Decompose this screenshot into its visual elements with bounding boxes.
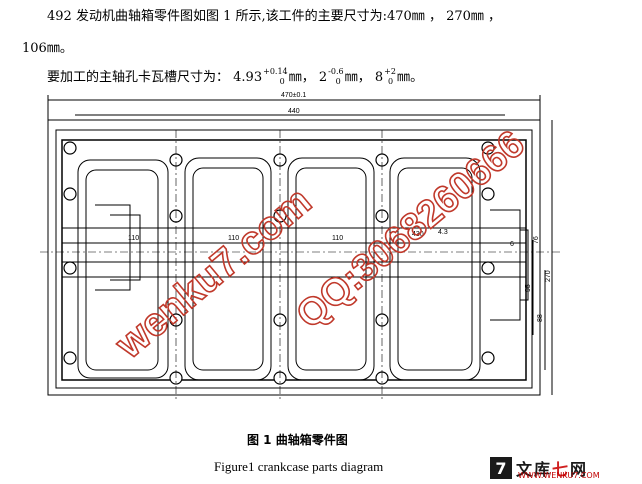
bay-1 bbox=[77, 159, 169, 379]
dim2-value: 2 bbox=[318, 70, 328, 85]
dim-110-a: 110 bbox=[128, 235, 139, 242]
dim-110-b: 110 bbox=[228, 235, 239, 242]
logo-url[interactable]: WWW.WENKU7.COM bbox=[518, 471, 600, 480]
dim3-lower-tol: 0 bbox=[387, 77, 394, 86]
dim-6: 6 bbox=[510, 241, 514, 248]
intro-line-1: 492 发动机曲轴箱零件图如图 1 所示,该工件的主要尺寸为:470㎜ ， 27… bbox=[47, 9, 502, 24]
dim3-upper-tol: +2 bbox=[384, 67, 396, 76]
dim3-value: 8 bbox=[374, 70, 384, 85]
dim1-lower-tol: 0 bbox=[279, 77, 285, 86]
dim-110-c: 110 bbox=[332, 235, 343, 242]
dim2-upper-tol: -0.6 bbox=[328, 67, 344, 76]
bay-2 bbox=[184, 157, 272, 381]
sep-2: ， bbox=[357, 70, 371, 85]
sep-1: ， bbox=[301, 70, 315, 85]
dim2-unit: ㎜ bbox=[344, 70, 358, 85]
caption-chinese: 图 1 曲轴箱零件图 bbox=[247, 433, 348, 447]
dim3-unit: ㎜ bbox=[397, 70, 411, 85]
dim-small-2: 4.3 bbox=[438, 229, 448, 236]
crankcase-drawing: 470±0.1 440 110 110 110 430 4.3 6 76 270… bbox=[40, 92, 560, 400]
dim1-value: 4.93 bbox=[233, 70, 263, 85]
bolt-holes bbox=[63, 141, 495, 385]
logo-name: 文库七网 bbox=[516, 460, 589, 479]
dim-470: 470±0.1 bbox=[281, 92, 306, 99]
dim-95: 95 bbox=[525, 284, 532, 292]
bay-4 bbox=[389, 157, 481, 381]
groove-prefix: 要加工的主轴孔卡瓦槽尺寸为： bbox=[47, 70, 230, 85]
wenku7-logo[interactable]: 7 文库七网 bbox=[490, 456, 588, 480]
dim1-upper-tol: +0.14 bbox=[263, 67, 288, 76]
intro-line-2: 106㎜。 bbox=[22, 41, 73, 56]
dim-88: 88 bbox=[537, 314, 544, 322]
dim-small-1: 430 bbox=[412, 231, 424, 238]
dim-440: 440 bbox=[288, 108, 300, 115]
dim1-unit: ㎜ bbox=[288, 70, 302, 85]
dim-270: 270 bbox=[545, 270, 552, 282]
dim2-lower-tol: 0 bbox=[335, 77, 341, 86]
watermark-qq: QQ:3068260666 bbox=[289, 123, 533, 337]
dim-76: 76 bbox=[533, 236, 540, 244]
bay-3 bbox=[287, 157, 375, 381]
caption-english: Figure1 crankcase parts diagram bbox=[214, 459, 384, 474]
logo-mark: 7 bbox=[490, 457, 512, 479]
